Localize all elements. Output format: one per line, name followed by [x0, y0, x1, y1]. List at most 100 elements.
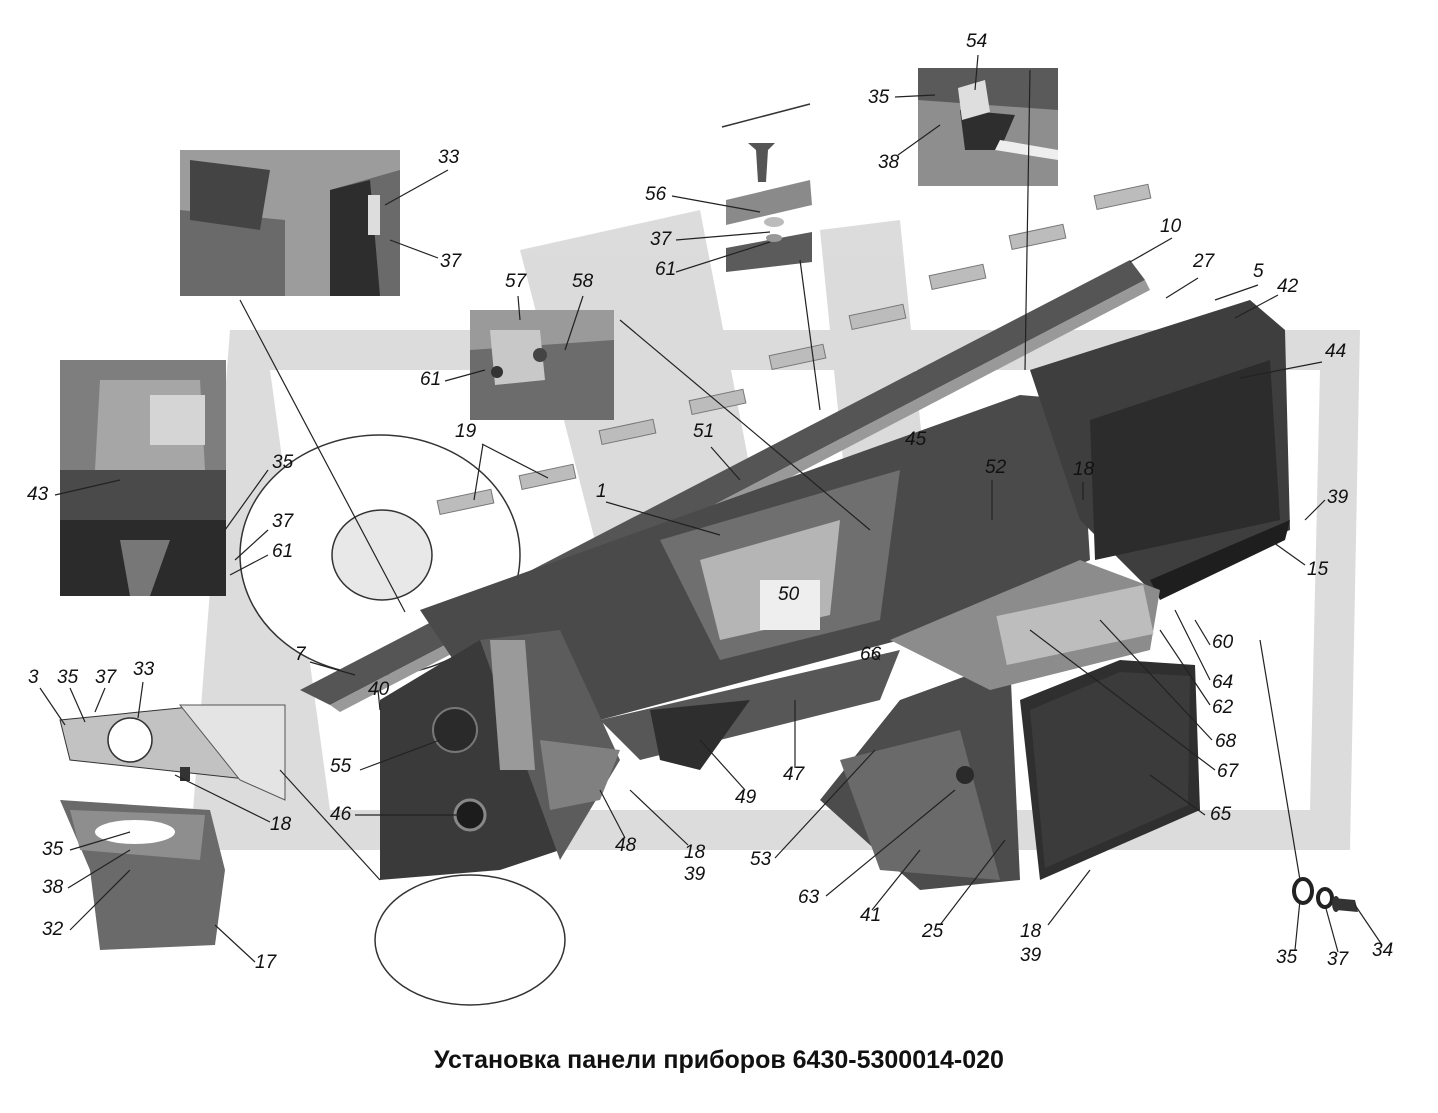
leader-line [629, 789, 689, 846]
leader-line [1269, 539, 1306, 566]
leader-line [234, 529, 269, 561]
callout-46: 46 [330, 804, 352, 825]
callout-37-d: 37 [95, 667, 117, 688]
leader-line [1234, 294, 1279, 319]
leader-line [1239, 361, 1323, 379]
leader-line [799, 259, 821, 411]
leader-line [377, 689, 381, 711]
callout-61: 61 [655, 259, 677, 280]
leader-line [309, 661, 356, 676]
callout-18: 18 [1073, 459, 1095, 480]
leader-line [894, 94, 936, 98]
leader-line [229, 554, 269, 576]
leader-line [1194, 619, 1211, 646]
callout-37: 37 [440, 251, 462, 272]
watermark-logo [190, 210, 1360, 850]
callout-32: 32 [42, 919, 64, 940]
leader-line [871, 649, 881, 661]
callout-39: 39 [1327, 487, 1349, 508]
callout-33-b: 33 [133, 659, 155, 680]
callout-37-e: 37 [1327, 949, 1349, 970]
leader-line [54, 479, 121, 496]
callout-34: 34 [1372, 940, 1394, 961]
callout-7: 7 [295, 644, 306, 665]
callout-65: 65 [1210, 804, 1232, 825]
leader-line [39, 687, 66, 726]
leader-line [67, 849, 131, 889]
leader-line [1047, 869, 1091, 926]
callout-27: 27 [1193, 251, 1215, 272]
leader-line [481, 443, 549, 479]
leader-line [1149, 774, 1206, 816]
leader-line [1259, 639, 1301, 881]
leader-line [897, 124, 941, 156]
leader-line [1165, 277, 1199, 299]
leader-line [384, 169, 449, 206]
leader-line [214, 924, 256, 963]
callout-61-b: 61 [420, 369, 442, 390]
callout-19: 19 [455, 421, 477, 442]
leader-line [94, 687, 106, 713]
leader-line [1099, 619, 1213, 741]
callout-25: 25 [922, 921, 944, 942]
leader-line [1029, 629, 1216, 771]
leader-line [871, 849, 921, 911]
callout-58: 58 [572, 271, 594, 292]
callout-43: 43 [27, 484, 49, 505]
inset-left [60, 360, 226, 596]
leader-line [1354, 904, 1383, 946]
leader-line [239, 299, 406, 613]
inset-top-right [918, 68, 1058, 186]
callout-18-c: 18 [684, 842, 706, 863]
callout-41: 41 [860, 905, 882, 926]
leader-line [444, 369, 486, 382]
callout-47: 47 [783, 764, 805, 785]
dashboard-body [300, 260, 1290, 890]
leader-line [389, 239, 439, 259]
callout-35: 35 [868, 87, 890, 108]
callout-45: 45 [905, 429, 927, 450]
callout-56: 56 [645, 184, 667, 205]
leader-line [564, 295, 584, 351]
callout-64: 64 [1212, 672, 1234, 693]
callout-1: 1 [596, 481, 607, 502]
callout-52: 52 [985, 457, 1007, 478]
leader-line [774, 749, 876, 859]
callout-55: 55 [330, 756, 352, 777]
leader-line [69, 687, 86, 723]
callout-35-e: 35 [1276, 947, 1298, 968]
leader-line [699, 739, 746, 791]
leader-line [710, 446, 741, 481]
callout-33: 33 [438, 147, 460, 168]
leader-line [671, 195, 761, 213]
leader-line [224, 469, 269, 531]
callout-68: 68 [1215, 731, 1237, 752]
callout-51: 51 [693, 421, 715, 442]
callout-35-c: 35 [57, 667, 79, 688]
callout-38-b: 38 [42, 877, 64, 898]
leader-line [675, 231, 771, 241]
callout-37-c: 37 [272, 511, 294, 532]
leader-line [517, 295, 521, 321]
callout-60: 60 [1212, 632, 1234, 653]
callout-54: 54 [966, 31, 988, 52]
leader-line [279, 769, 381, 881]
leader-line [939, 839, 1006, 926]
callout-40: 40 [368, 679, 390, 700]
callout-44: 44 [1325, 341, 1347, 362]
leader-line [1214, 284, 1259, 301]
inset-clip [470, 310, 614, 420]
callout-53: 53 [750, 849, 772, 870]
leader-line [619, 319, 871, 531]
diagram-caption: Установка панели приборов 6430-5300014-0… [434, 1046, 1004, 1074]
leader-line [1129, 237, 1173, 263]
left-parts [59, 704, 286, 950]
callout-35-b: 35 [272, 452, 294, 473]
callout-38: 38 [878, 152, 900, 173]
inset-top-center [721, 103, 812, 272]
callout-37-b: 37 [650, 229, 672, 250]
callout-42: 42 [1277, 276, 1299, 297]
leader-line [174, 774, 271, 823]
